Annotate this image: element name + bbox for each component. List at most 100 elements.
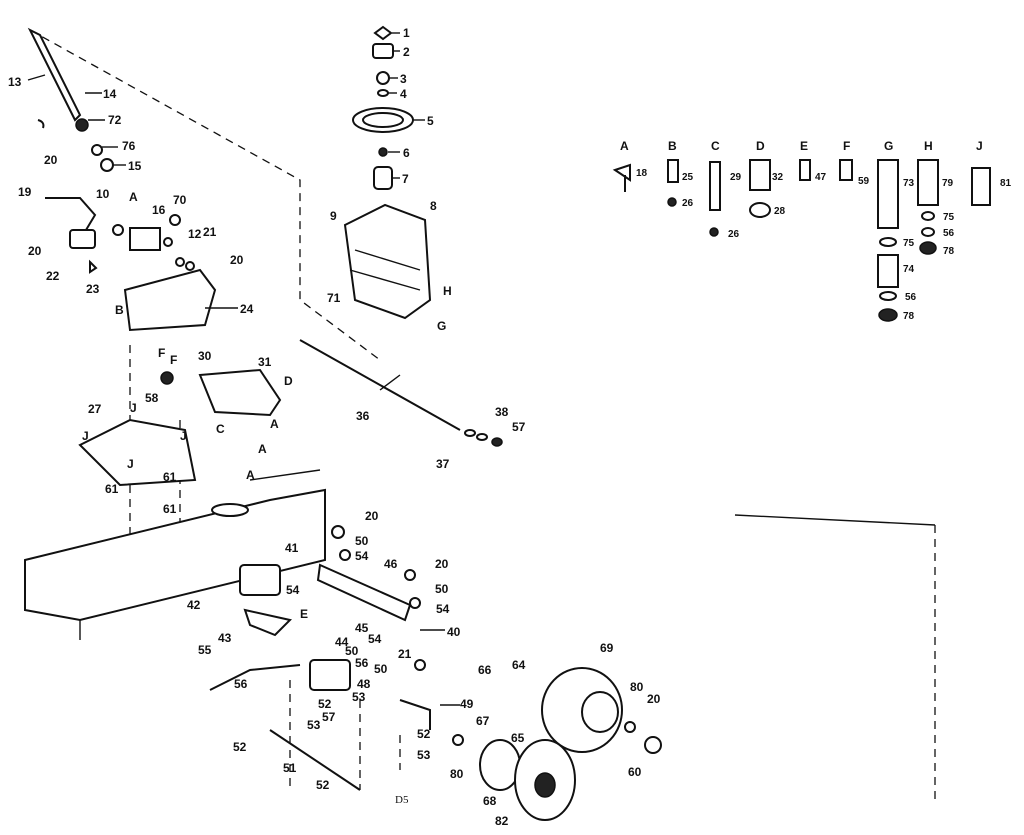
label-46: 46 xyxy=(384,557,398,571)
label-65: 65 xyxy=(511,731,525,745)
letter-E-1: E xyxy=(300,607,308,621)
label-1: 1 xyxy=(403,26,410,40)
cap-insert-2 xyxy=(372,43,394,59)
label-41: 41 xyxy=(285,541,299,555)
nut-D-28 xyxy=(749,202,771,218)
label-21-b: 21 xyxy=(398,647,412,661)
label-53-c: 53 xyxy=(417,748,431,762)
dash-panel-8 xyxy=(343,203,432,320)
label-32: 32 xyxy=(772,172,784,183)
label-53-b: 53 xyxy=(352,690,366,704)
bracket-16 xyxy=(129,227,161,251)
label-25: 25 xyxy=(682,172,694,183)
label-54-b: 54 xyxy=(286,583,300,597)
label-54-d: 54 xyxy=(368,632,382,646)
label-9: 9 xyxy=(330,209,337,223)
washer-50 xyxy=(414,659,426,671)
steering-wheel-assembly xyxy=(343,25,432,320)
washer-21a xyxy=(175,257,185,267)
spacer-7 xyxy=(373,166,393,190)
label-27: 27 xyxy=(88,402,102,416)
label-22: 22 xyxy=(46,269,60,283)
label-81: 81 xyxy=(1000,178,1012,189)
label-52-c: 52 xyxy=(417,727,431,741)
washer-80 xyxy=(624,721,636,733)
spindle-49 xyxy=(399,699,431,730)
label-52-a: 52 xyxy=(233,740,247,754)
label-67: 67 xyxy=(476,714,490,728)
label-29: 29 xyxy=(730,172,742,183)
label-10: 10 xyxy=(96,187,110,201)
label-61-b: 61 xyxy=(163,470,177,484)
label-19: 19 xyxy=(18,185,32,199)
label-72: 72 xyxy=(108,113,122,127)
label-28: 28 xyxy=(774,206,786,217)
washer-37b xyxy=(476,433,488,441)
tractor-frame xyxy=(24,469,326,640)
label-50-b: 50 xyxy=(435,582,449,596)
label-70: 70 xyxy=(173,193,187,207)
letter-J-3: J xyxy=(127,457,134,471)
letter-D-1: D xyxy=(284,374,293,388)
cap-1 xyxy=(373,25,393,41)
label-43: 43 xyxy=(218,631,232,645)
hardware-table xyxy=(612,159,991,526)
bearing-72 xyxy=(75,118,89,132)
washer-80b xyxy=(452,734,464,746)
label-50-a: 50 xyxy=(355,534,369,548)
washer-G-56 xyxy=(879,291,897,301)
label-53-a: 53 xyxy=(307,718,321,732)
label-7: 7 xyxy=(402,172,409,186)
label-51: 51 xyxy=(283,761,297,775)
label-38: 38 xyxy=(495,405,509,419)
label-3: 3 xyxy=(400,72,407,86)
pulley-68 xyxy=(479,739,521,791)
axle-assembly xyxy=(209,525,431,791)
letter-B-header: B xyxy=(668,139,677,153)
label-56-a: 56 xyxy=(234,677,248,691)
reference-letters: A B C D E F G H J A B C D E F F G H J J … xyxy=(82,139,983,621)
letter-F-2: F xyxy=(170,353,177,367)
pin-23 xyxy=(89,259,98,274)
letter-A-4: A xyxy=(246,468,255,482)
label-49: 49 xyxy=(460,697,474,711)
label-40: 40 xyxy=(447,625,461,639)
label-37: 37 xyxy=(436,457,450,471)
label-64: 64 xyxy=(512,658,526,672)
washer-21b xyxy=(185,261,195,271)
bolt-G-73 xyxy=(877,159,899,229)
label-78-b: 78 xyxy=(943,246,955,257)
label-66: 66 xyxy=(478,663,492,677)
drag-link-36 xyxy=(299,339,461,431)
label-20-a: 20 xyxy=(44,153,58,167)
frame-rail xyxy=(24,488,326,622)
label-55: 55 xyxy=(198,643,212,657)
label-24: 24 xyxy=(240,302,254,316)
letter-G-1: G xyxy=(437,319,446,333)
mounting-plates xyxy=(78,368,282,487)
letter-B-1: B xyxy=(115,303,124,317)
label-57-b: 57 xyxy=(322,710,336,724)
label-6: 6 xyxy=(403,146,410,160)
letter-F-1: F xyxy=(158,346,165,360)
label-48: 48 xyxy=(357,677,371,691)
label-78-a: 78 xyxy=(903,311,915,322)
bracket-22 xyxy=(69,229,96,249)
bolt-F-59 xyxy=(839,159,853,181)
label-2: 2 xyxy=(403,45,410,59)
mounting-plate-27 xyxy=(78,418,197,487)
tie-rod-51 xyxy=(269,729,361,791)
label-20-b: 20 xyxy=(28,244,42,258)
label-71: 71 xyxy=(327,291,341,305)
label-56-b: 56 xyxy=(355,656,369,670)
spindle-48 xyxy=(309,659,351,691)
letter-C-header: C xyxy=(711,139,720,153)
bushing-54a xyxy=(339,549,351,561)
label-75-a: 75 xyxy=(903,238,915,249)
label-26-a: 26 xyxy=(682,198,694,209)
clip-20 xyxy=(37,119,45,129)
diagram-code: D5 xyxy=(395,794,409,806)
label-80-b: 80 xyxy=(450,767,464,781)
bushing-54b xyxy=(409,597,421,609)
